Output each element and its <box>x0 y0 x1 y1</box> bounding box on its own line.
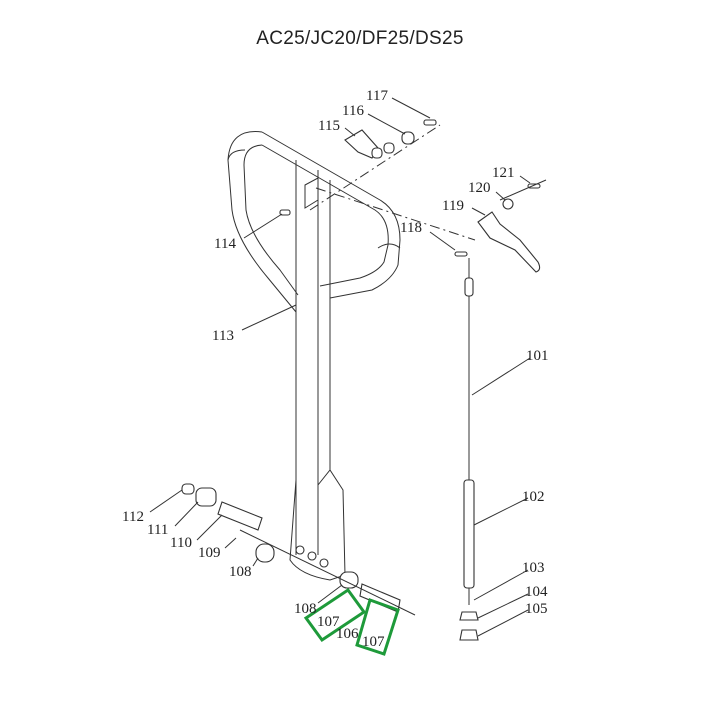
part-label-103: 103 <box>522 560 545 576</box>
part-label-102: 102 <box>522 489 545 505</box>
part-label-111: 111 <box>147 522 168 538</box>
part-label-118: 118 <box>400 220 422 236</box>
part-label-104: 104 <box>525 584 548 600</box>
part-label-105: 105 <box>525 601 548 617</box>
highlight-box-107-left <box>303 587 367 643</box>
part-label-115: 115 <box>318 118 340 134</box>
part-label-107: 107 <box>362 634 385 650</box>
part-label-107: 107 <box>317 614 340 630</box>
leader-lines <box>149 97 531 637</box>
part-label-109: 109 <box>198 545 221 561</box>
top-parts <box>279 119 476 257</box>
part-label-114: 114 <box>214 236 236 252</box>
part-label-108: 108 <box>294 601 317 617</box>
highlight-box-107-right <box>355 598 400 656</box>
axle-parts <box>181 483 416 616</box>
part-label-119: 119 <box>442 198 464 214</box>
chain-rod <box>459 258 479 641</box>
part-label-106: 106 <box>336 626 359 642</box>
part-label-121: 121 <box>492 165 515 181</box>
part-label-110: 110 <box>170 535 192 551</box>
part-label-108: 108 <box>229 564 252 580</box>
part-label-120: 120 <box>468 180 491 196</box>
diagram-title: AC25/JC20/DF25/DS25 <box>256 28 464 49</box>
part-label-101: 101 <box>526 348 549 364</box>
release-lever <box>477 179 547 273</box>
part-label-113: 113 <box>212 328 234 344</box>
part-label-117: 117 <box>366 88 388 104</box>
part-label-112: 112 <box>122 509 144 525</box>
part-label-116: 116 <box>342 103 364 119</box>
handle-frame <box>227 131 401 581</box>
